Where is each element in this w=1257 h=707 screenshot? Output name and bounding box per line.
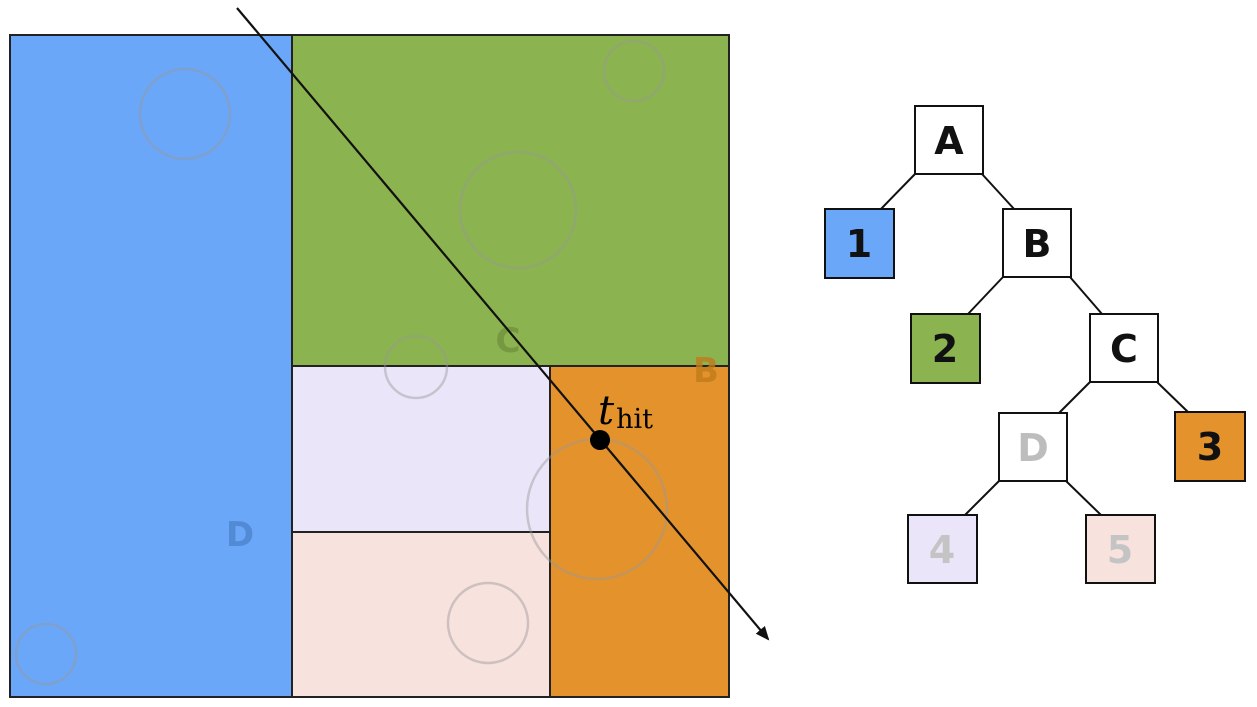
tree-node-label: A	[934, 119, 964, 163]
tree-node-box	[914, 105, 984, 175]
tree-leaf-box	[824, 208, 895, 279]
tree-edges	[879, 173, 1189, 516]
tree-leaf-box	[910, 313, 981, 384]
tree-leaf-5: 5	[1085, 514, 1156, 584]
tree-leaf-4: 4	[907, 514, 978, 584]
region-leaf-3	[549, 365, 730, 698]
tree-leaf-label: 2	[932, 327, 958, 371]
tree-leaf-box	[907, 514, 978, 584]
tree-node-box	[1002, 208, 1072, 278]
tree-node-c: C	[1089, 313, 1159, 383]
tree-leaf-1: 1	[824, 208, 895, 279]
hit-label-sub: hit	[616, 404, 653, 435]
tree-leaf-label: 3	[1197, 425, 1223, 469]
tree-leaf-box	[1174, 411, 1246, 482]
edge-a-1	[879, 173, 916, 211]
primitive-circle	[14, 622, 78, 686]
tree-leaf-label: 5	[1107, 528, 1133, 572]
edge-c-d	[1057, 381, 1091, 415]
tree-node-label: C	[1110, 327, 1138, 371]
tree-node-b: B	[1002, 208, 1072, 278]
tree-leaf-2: 2	[910, 313, 981, 384]
ray	[236, 7, 770, 641]
hit-label-t: t	[598, 388, 615, 434]
primitive-circles	[14, 39, 669, 686]
edge-c-3	[1156, 381, 1189, 413]
primitive-circle	[138, 67, 232, 161]
scene: C B D thit	[9, 7, 770, 698]
primitive-circle	[602, 39, 666, 103]
tree-leaf-label: 4	[929, 528, 955, 572]
region-label-d: D	[226, 515, 254, 555]
region-leaf-1	[9, 34, 293, 698]
hit-label: thit	[598, 388, 653, 435]
primitive-circle	[446, 581, 530, 665]
bvh-tree: A B C D 1 2 3 4	[824, 105, 1246, 584]
region-leaf-4	[291, 365, 551, 533]
region-label-b: B	[693, 351, 719, 391]
region-leaf-2	[291, 34, 730, 367]
edge-a-b	[981, 173, 1016, 211]
edge-b-c	[1069, 276, 1103, 315]
tree-node-a: A	[914, 105, 984, 175]
hit-point	[590, 430, 610, 450]
edge-d-4	[964, 480, 1000, 516]
tree-node-label: B	[1023, 222, 1052, 266]
edge-d-5	[1065, 480, 1102, 516]
tree-node-box	[1089, 313, 1159, 383]
tree-node-d: D	[998, 412, 1068, 482]
tree-node-box	[998, 412, 1068, 482]
primitive-circle	[383, 334, 449, 400]
tree-leaf-3: 3	[1174, 411, 1246, 482]
tree-node-label: D	[1017, 426, 1049, 470]
tree-leaf-label: 1	[846, 222, 872, 266]
region-leaf-5	[291, 531, 551, 698]
edge-b-2	[967, 276, 1004, 315]
primitive-circle	[458, 150, 578, 270]
tree-leaf-box	[1085, 514, 1156, 584]
